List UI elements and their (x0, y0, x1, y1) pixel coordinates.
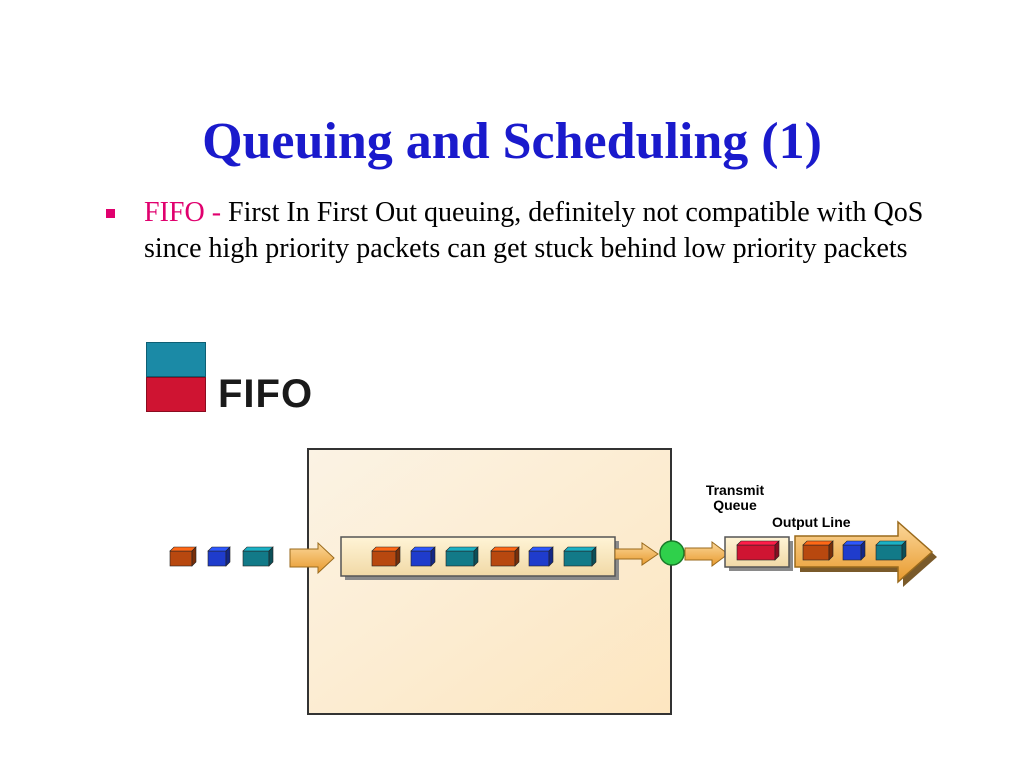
bullet-marker-icon (106, 209, 115, 218)
legend-teal-square (146, 342, 206, 377)
queued-packet-orange (371, 546, 401, 567)
bullet-description: First In First Out queuing, definitely n… (144, 197, 924, 264)
output-packet-blue (842, 540, 866, 561)
input-arrow (289, 541, 335, 575)
page-title: Queuing and Scheduling (1) (202, 113, 822, 170)
scheduler-box (307, 448, 672, 715)
transmit-packets (736, 540, 780, 561)
output-packet-orange (802, 540, 834, 561)
output-packet-teal (875, 540, 907, 561)
queued-packet-teal (445, 546, 479, 567)
output-line-label: Output Line (772, 514, 851, 530)
incoming-packet-teal (242, 546, 274, 567)
output-packets (802, 540, 907, 561)
bullet-text: FIFO - First In First Out queuing, defin… (144, 195, 924, 267)
scheduler-to-transmit-arrow (684, 541, 729, 567)
queued-packets (371, 546, 597, 567)
queued-packet-blue (528, 546, 554, 567)
queued-packet-orange (490, 546, 520, 567)
scheduler-node-icon (659, 540, 685, 566)
incoming-packet-orange (169, 546, 197, 567)
legend-label: FIFO (218, 372, 314, 416)
incoming-packets (169, 546, 274, 567)
transmit-queue-label: Transmit Queue (690, 483, 780, 513)
queued-packet-blue (410, 546, 436, 567)
legend-red-square (146, 377, 206, 412)
incoming-packet-blue (207, 546, 231, 567)
queued-packet-teal (563, 546, 597, 567)
bullet-term: FIFO - (144, 197, 229, 228)
transmit-queue-label-line1: Transmit (705, 482, 765, 498)
transmit-queue-label-line2: Queue (713, 497, 757, 513)
transmit-packet-red (736, 540, 780, 561)
queue-to-scheduler-arrow (614, 542, 659, 566)
